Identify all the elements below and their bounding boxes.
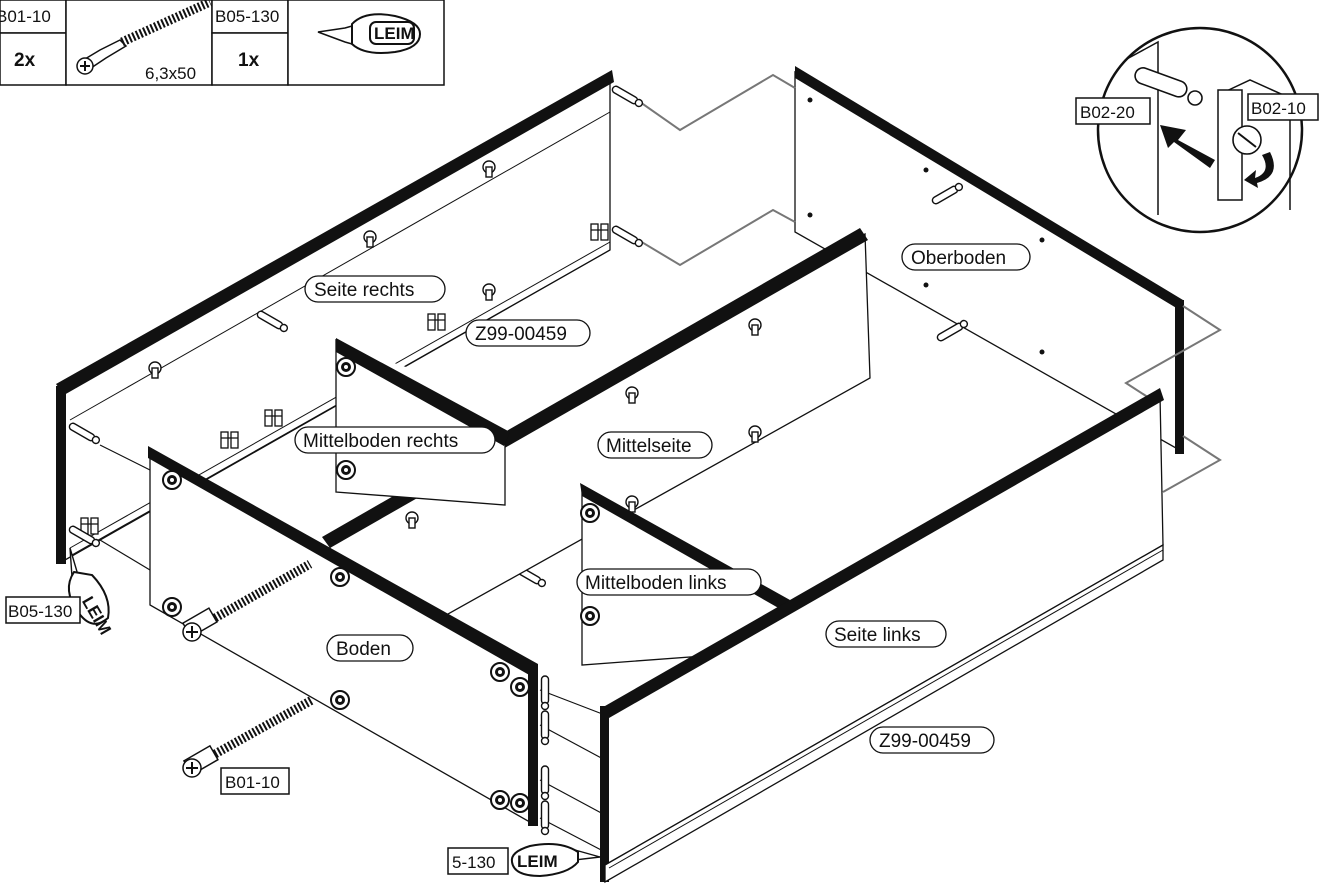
label-rail-bottom: Z99-00459 — [869, 726, 995, 754]
callout-glue-left: B05-130 — [5, 596, 81, 624]
label-seite-rechts: Seite rechts — [304, 275, 446, 303]
screw-size: 6,3x50 — [145, 64, 196, 83]
glue-code: B05-130 — [215, 7, 279, 26]
svg-text:Boden: Boden — [336, 639, 391, 660]
glue-bottle-icon: LEIM — [317, 13, 422, 54]
svg-text:B01-10: B01-10 — [225, 773, 280, 792]
svg-text:B05-130: B05-130 — [8, 602, 72, 621]
cam-label: B02-10 — [1251, 99, 1306, 118]
screw-icon — [76, 0, 212, 75]
cam-label-box — [1247, 93, 1319, 121]
seite-rechts-panel — [56, 70, 614, 564]
label-mittelboden-rechts: Mittelboden rechts — [294, 426, 496, 454]
dowel-label-box — [1075, 97, 1151, 125]
dowel-icon — [1134, 67, 1203, 106]
label-boden: Boden — [326, 634, 414, 662]
screw-qty-cell — [0, 32, 67, 86]
mittelboden-rechts-panel — [335, 338, 510, 506]
svg-text:Mittelseite: Mittelseite — [606, 436, 692, 457]
detail-magnifier: B02-20 B02-10 — [1075, 26, 1319, 234]
svg-text:Seite rechts: Seite rechts — [314, 280, 414, 301]
callout-glue-bottom: 5-130 — [447, 847, 509, 875]
glue-bottle-bottom-text: LEIM — [517, 852, 558, 871]
assembly-guide-lines — [629, 73, 1222, 493]
svg-text:Mittelboden links: Mittelboden links — [585, 573, 727, 594]
glue-bottle-bottom-icon: LEIM — [510, 843, 601, 878]
svg-text:Mittelboden rechts: Mittelboden rechts — [303, 431, 458, 452]
push-arrow-icon — [1160, 125, 1215, 168]
screw-quantity: 2x — [14, 50, 36, 71]
glue-bottle-left-icon: LEIM — [67, 547, 115, 638]
parts-table: B01-10 2x 6,3x50 B05-130 1x LEIM — [0, 0, 445, 86]
glue-label-text: LEIM — [374, 24, 415, 43]
svg-text:Z99-00459: Z99-00459 — [475, 324, 567, 345]
label-mittelseite: Mittelseite — [597, 431, 713, 459]
svg-text:Z99-00459: Z99-00459 — [879, 731, 971, 752]
glue-quantity: 1x — [238, 50, 260, 71]
label-rail-top: Z99-00459 — [465, 319, 591, 347]
cam-lock-icon — [1232, 125, 1262, 155]
screw-lower — [182, 696, 315, 778]
svg-text:5-130: 5-130 — [452, 853, 495, 872]
svg-text:Oberboden: Oberboden — [911, 248, 1006, 269]
label-oberboden: Oberboden — [901, 243, 1031, 271]
dowel-label: B02-20 — [1080, 103, 1135, 122]
screw-upper — [181, 560, 313, 642]
label-mittelboden-links: Mittelboden links — [576, 568, 762, 596]
glue-qty-cell — [211, 32, 289, 86]
rotate-arrow-icon — [1244, 152, 1274, 188]
label-seite-links: Seite links — [825, 620, 947, 648]
svg-text:Seite links: Seite links — [834, 625, 921, 646]
callout-screw-bottom: B01-10 — [220, 767, 290, 795]
screw-code: B01-10 — [0, 7, 51, 26]
